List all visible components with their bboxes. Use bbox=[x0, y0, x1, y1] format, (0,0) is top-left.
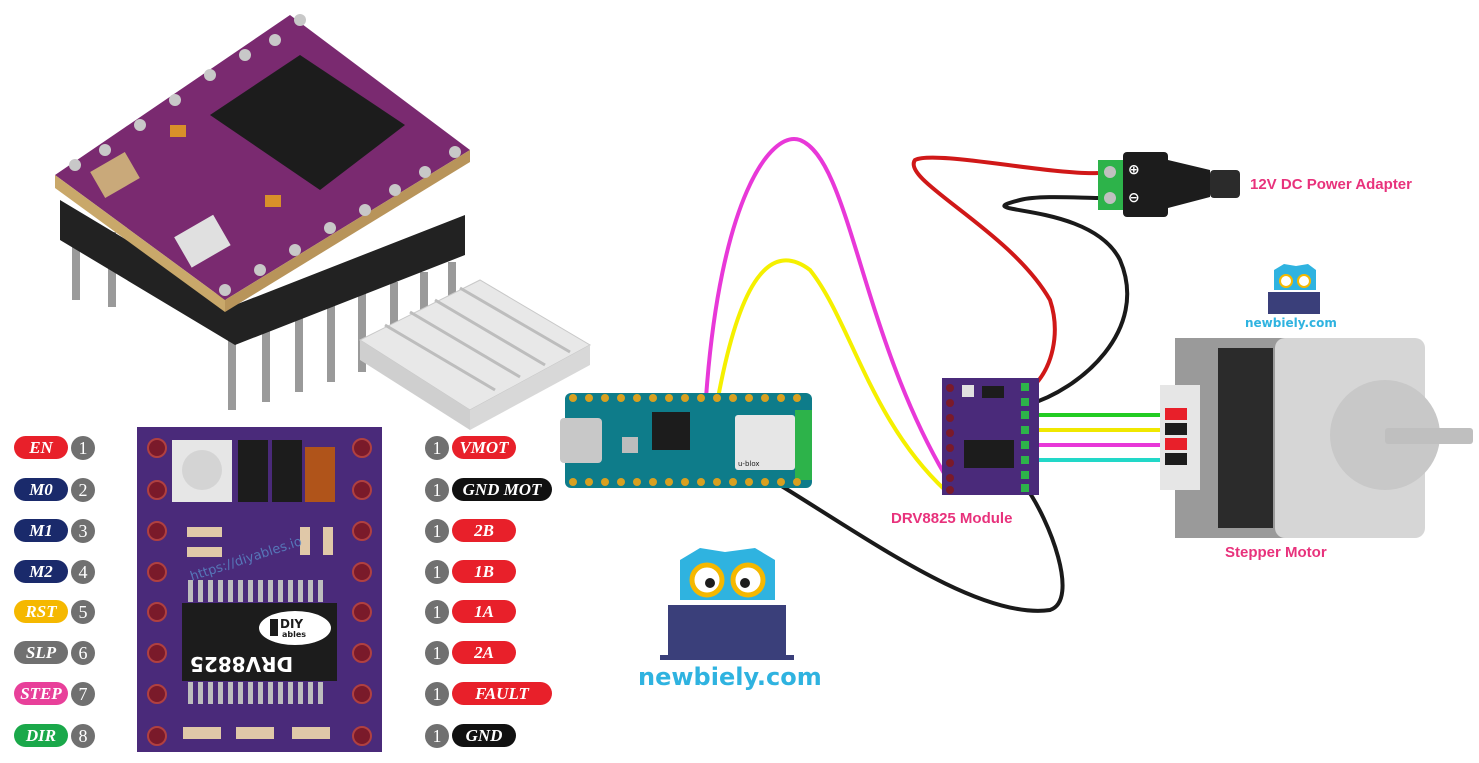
diy-sub-label: ables bbox=[282, 630, 307, 639]
pinout-board bbox=[137, 427, 382, 752]
dir-wire bbox=[716, 258, 947, 492]
dc-power-jack bbox=[1098, 152, 1240, 217]
right-pin-2b-number: 1 bbox=[425, 518, 449, 543]
right-pin-gnd-mot-label: GND MOT bbox=[452, 478, 552, 501]
right-pin-gnd-number: 1 bbox=[425, 723, 449, 748]
heatsink bbox=[358, 279, 592, 430]
step-wire bbox=[704, 137, 947, 477]
right-pin-vmot-label: VMOT bbox=[452, 436, 516, 459]
power-adapter-label: 12V DC Power Adapter bbox=[1250, 176, 1412, 193]
right-pin-fault-label: FAULT bbox=[452, 682, 552, 705]
vmot-black-wire bbox=[1002, 195, 1129, 407]
owl-logo-icon bbox=[660, 548, 794, 660]
stepper-motor bbox=[1160, 338, 1473, 538]
right-pin-2a-label: 2A bbox=[452, 641, 516, 664]
board-vendor-label: u-blox bbox=[738, 460, 760, 468]
left-pin-m2-label: M2 bbox=[14, 560, 68, 583]
left-pin-dir-label: DIR bbox=[14, 724, 68, 747]
right-pin-1b-label: 1B bbox=[452, 560, 516, 583]
left-pin-slp-number: 6 bbox=[71, 640, 95, 665]
left-pin-m0-number: 2 bbox=[71, 477, 95, 502]
left-pin-rst-number: 5 bbox=[71, 599, 95, 624]
left-pin-en-label: EN bbox=[14, 436, 68, 459]
left-pin-step-label: STEP bbox=[14, 682, 68, 705]
left-pin-slp-label: SLP bbox=[14, 641, 68, 664]
left-pin-m1-label: M1 bbox=[14, 519, 68, 542]
left-pin-m1-number: 3 bbox=[71, 518, 95, 543]
brand-main-label: newbiely.com bbox=[638, 663, 822, 691]
left-pin-step-number: 7 bbox=[71, 681, 95, 706]
drv-module-label: DRV8825 Module bbox=[891, 510, 1013, 527]
right-pin-2b-label: 2B bbox=[452, 519, 516, 542]
left-pin-m0-label: M0 bbox=[14, 478, 68, 501]
wires bbox=[704, 137, 1160, 613]
drv8825-small-module bbox=[942, 378, 1039, 495]
left-pin-dir-number: 8 bbox=[71, 723, 95, 748]
right-pin-gnd-label: GND bbox=[452, 724, 516, 747]
adapter-plus-terminal: ⊕ bbox=[1128, 162, 1140, 178]
right-pin-vmot-number: 1 bbox=[425, 435, 449, 460]
stepper-motor-label: Stepper Motor bbox=[1225, 544, 1327, 561]
owl-logo-small-icon bbox=[1268, 264, 1320, 314]
left-pin-rst-label: RST bbox=[14, 600, 68, 623]
right-pin-2a-number: 1 bbox=[425, 640, 449, 665]
brand-small-label: newbiely.com bbox=[1245, 316, 1337, 330]
right-pin-gnd-mot-number: 1 bbox=[425, 477, 449, 502]
diy-logo-label: DIY bbox=[280, 617, 304, 631]
drv8825-photo bbox=[55, 14, 470, 410]
right-pin-1a-number: 1 bbox=[425, 599, 449, 624]
right-pin-fault-number: 1 bbox=[425, 681, 449, 706]
arduino-nano-esp32 bbox=[560, 393, 812, 488]
left-pin-m2-number: 4 bbox=[71, 559, 95, 584]
right-pin-1a-label: 1A bbox=[452, 600, 516, 623]
right-pin-1b-number: 1 bbox=[425, 559, 449, 584]
vin-gnd-wire bbox=[773, 480, 1065, 613]
vmot-red-wire bbox=[911, 155, 1099, 394]
adapter-minus-terminal: ⊖ bbox=[1128, 190, 1140, 206]
left-pin-en-number: 1 bbox=[71, 435, 95, 460]
chip-name-label: DRV8825 bbox=[190, 652, 294, 676]
